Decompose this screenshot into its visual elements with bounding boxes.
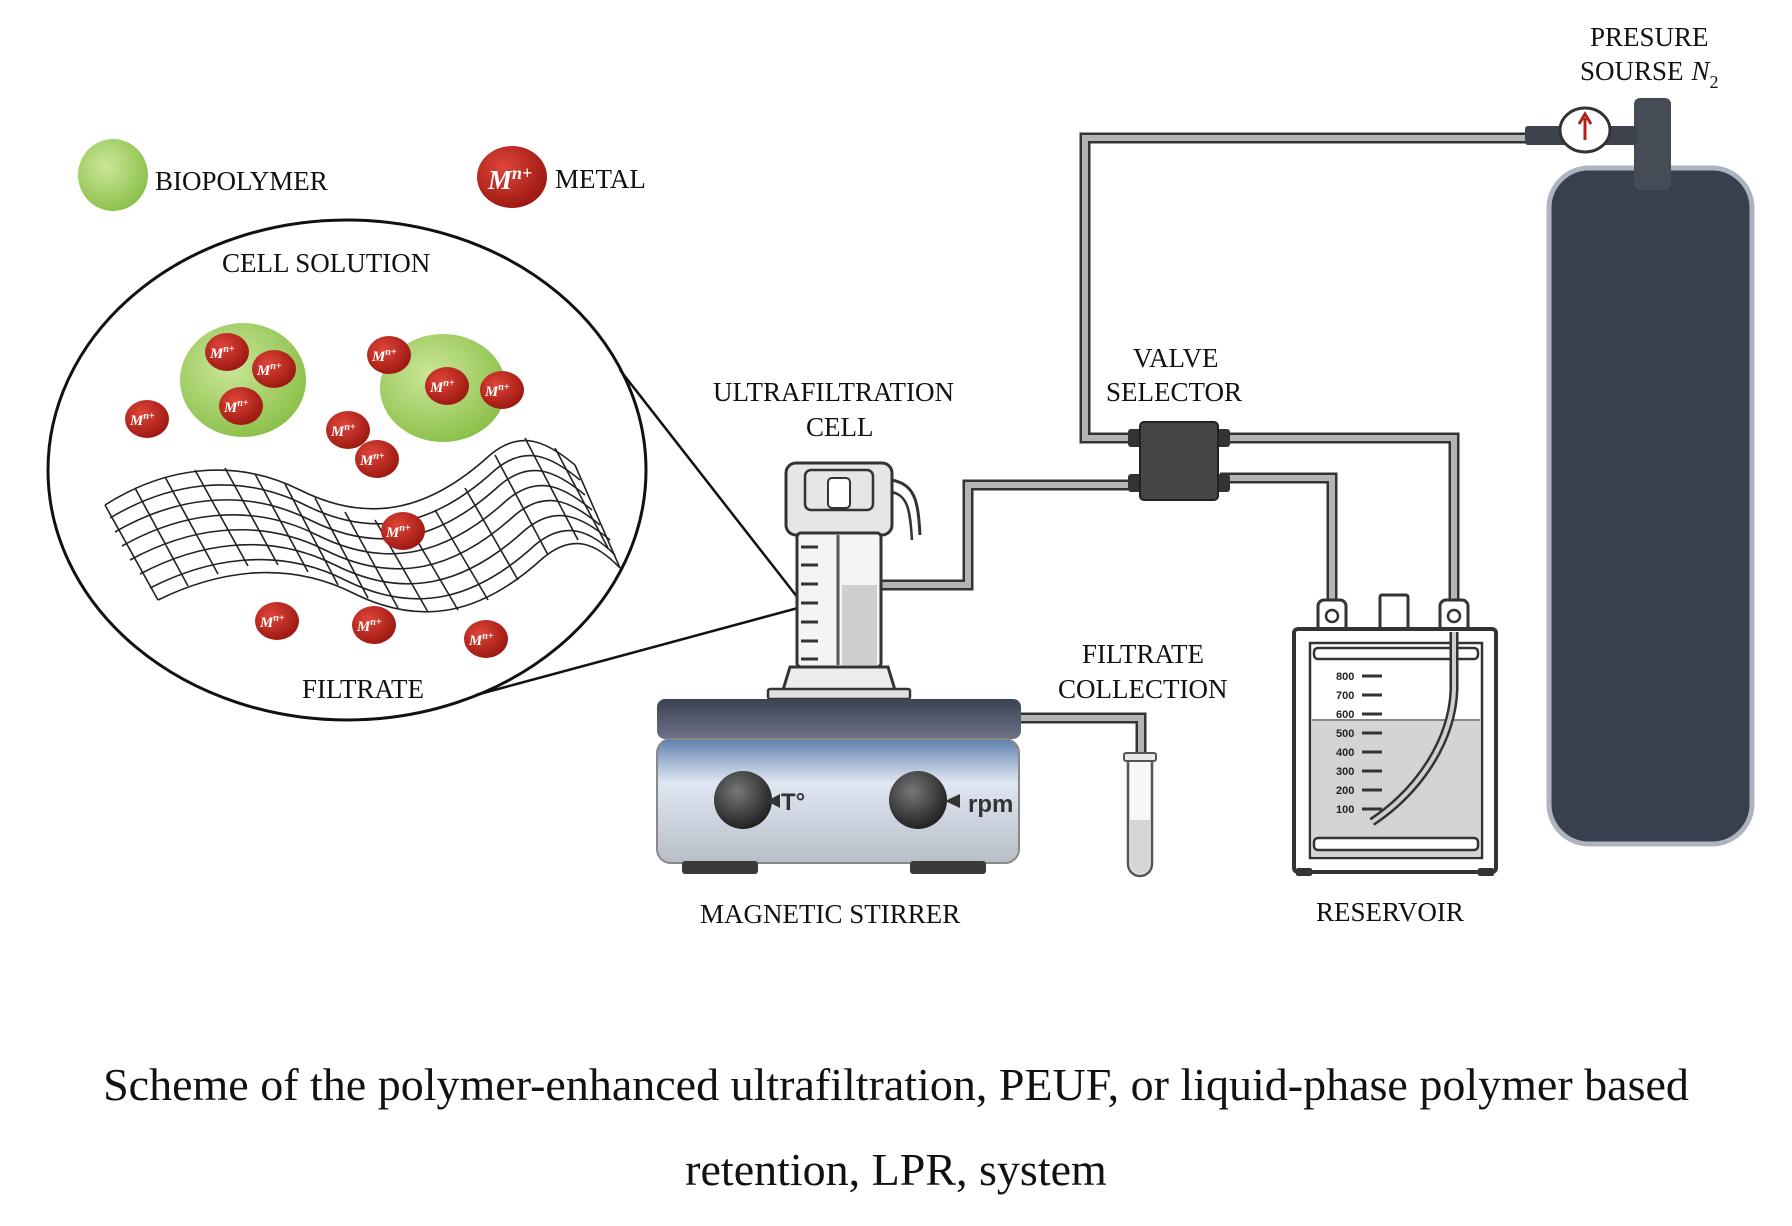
metal-ion: Mn+	[367, 336, 411, 374]
metal-ion: Mn+	[355, 440, 399, 478]
svg-text:700: 700	[1336, 690, 1354, 702]
reservoir-liquid	[1312, 720, 1480, 856]
ultrafiltration-label-line2: CELL	[806, 412, 874, 442]
rpm-knob-icon	[889, 771, 947, 829]
stirrer-top-plate	[657, 699, 1021, 739]
zoom-filtrate-label: FILTRATE	[302, 674, 424, 704]
metal-ion: Mn+	[252, 350, 296, 388]
ultrafiltration-cell: ULTRAFILTRATION CELL	[713, 377, 954, 701]
metal-ion: Mn+	[480, 371, 524, 409]
biopolymer-legend-icon	[78, 139, 148, 211]
gauge-arrow-icon	[1577, 111, 1593, 140]
valve-selector-label-line2: SELECTOR	[1106, 377, 1242, 407]
svg-text:200: 200	[1336, 785, 1354, 797]
svg-text:500: 500	[1336, 728, 1354, 740]
stirrer-body	[656, 738, 1020, 864]
svg-text:400: 400	[1336, 747, 1354, 759]
legend: BIOPOLYMER Mn+ METAL	[78, 139, 646, 211]
membrane-mesh	[104, 437, 621, 613]
metal-ion: Mn+	[425, 367, 469, 405]
valve-selector: VALVE SELECTOR	[1106, 343, 1242, 501]
temperature-knob-icon	[714, 771, 772, 829]
metal-legend-label: METAL	[555, 164, 646, 194]
figure-caption-line2: retention, LPR, system	[685, 1144, 1107, 1195]
valve-selector-label-line1: VALVE	[1133, 343, 1219, 373]
svg-text:100: 100	[1336, 804, 1354, 816]
metal-ion: Mn+	[219, 387, 263, 425]
pressure-source-label-line1: PRESURE	[1590, 22, 1709, 52]
valve-block	[1139, 421, 1219, 501]
reservoir: 800 700 600 500 400 300 200 100 RESERVOI…	[1292, 593, 1498, 927]
zoom-circle-outline	[46, 218, 648, 722]
metal-ion: Mn+	[125, 400, 169, 438]
cylinder-neck	[1634, 98, 1671, 190]
metal-ion: Mn+	[381, 512, 425, 550]
filtrate-collection-label-line2: COLLECTION	[1058, 674, 1227, 704]
svg-text:300: 300	[1336, 766, 1354, 778]
zoom-connector-line	[619, 369, 799, 599]
svg-text:800: 800	[1336, 671, 1354, 683]
filtrate-collection-label-line1: FILTRATE	[1082, 639, 1204, 669]
filtrate-collection: FILTRATE COLLECTION	[1058, 639, 1227, 878]
metal-ion: Mn+	[352, 606, 396, 644]
reservoir-scale: 800 700 600 500 400 300 200 100	[1336, 671, 1382, 816]
magnetic-stirrer-label: MAGNETIC STIRRER	[700, 899, 960, 929]
ultrafiltration-label-line1: ULTRAFILTRATION	[713, 377, 954, 407]
biopolymer-legend-label: BIOPOLYMER	[155, 166, 328, 196]
metal-legend-symbol: Mn+	[487, 163, 532, 195]
metal-legend-icon	[477, 146, 547, 208]
metal-ion: Mn+	[255, 602, 299, 640]
gas-cylinder	[1546, 165, 1755, 847]
zoom-connector-line	[475, 606, 799, 697]
metal-ion: Mn+	[326, 411, 370, 449]
rpm-knob-label: rpm	[968, 791, 1013, 818]
svg-text:600: 600	[1336, 709, 1354, 721]
temperature-knob-label: T°	[781, 789, 805, 816]
zoom-circle: CELL SOLUTION FILTRATE	[46, 218, 648, 722]
magnetic-stirrer: T° rpm MAGNETIC STIRRER	[656, 699, 1021, 929]
figure-caption-line1: Scheme of the polymer-enhanced ultrafilt…	[103, 1059, 1689, 1110]
metal-ion: Mn+	[464, 620, 508, 658]
zoom-cell-solution-label: CELL SOLUTION	[222, 248, 430, 278]
reservoir-label: RESERVOIR	[1316, 897, 1464, 927]
metal-ion: Mn+	[205, 333, 249, 371]
